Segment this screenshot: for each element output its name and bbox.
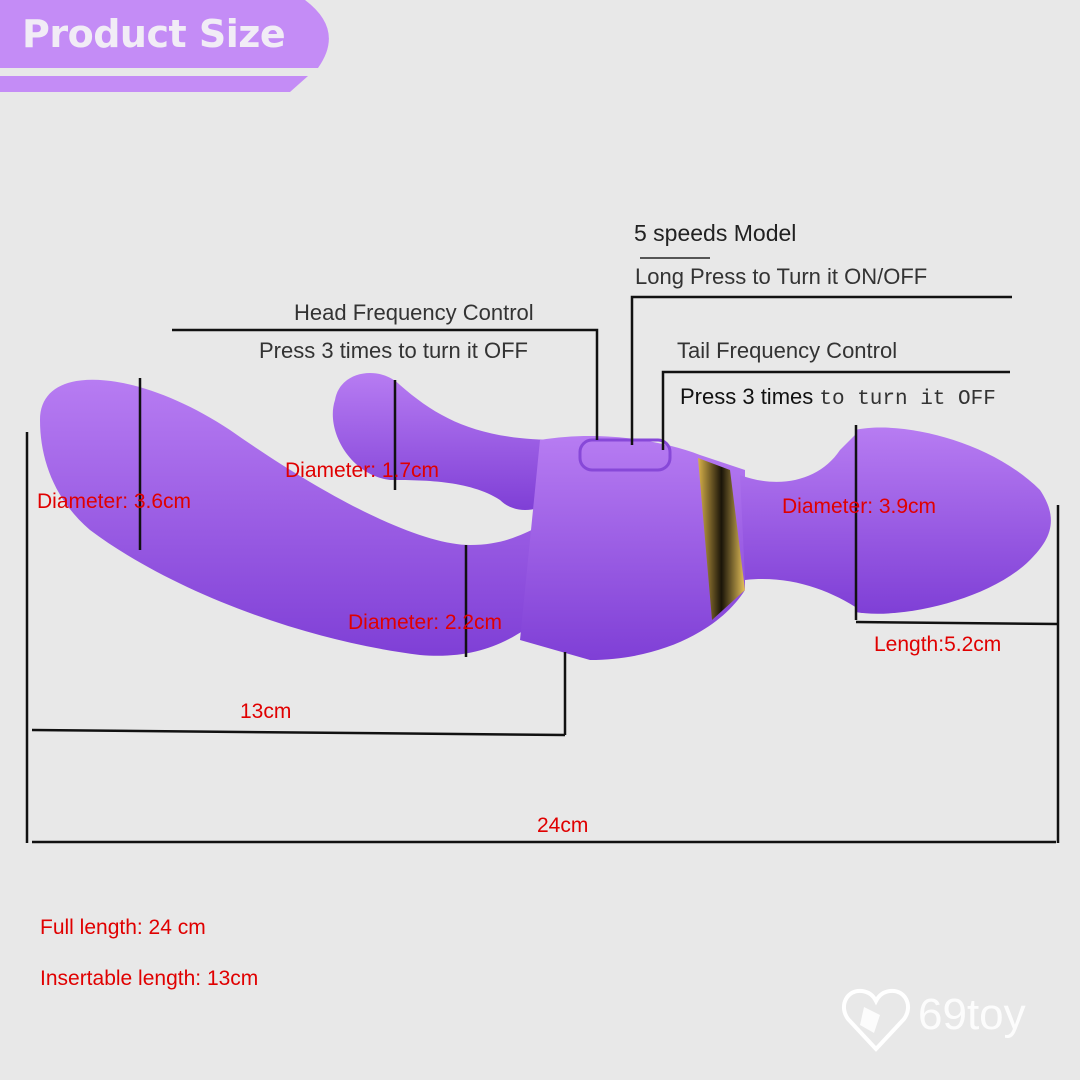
shaft-diameter-label: Diameter: 2.2cm: [348, 611, 503, 634]
head-control-detail: Press 3 times to turn it OFF: [259, 338, 528, 363]
tip-diameter-label: Diameter: 3.6cm: [37, 490, 192, 513]
head-diameter-label: Diameter: 3.9cm: [782, 495, 937, 518]
tail-control-detail-bold: Press 3 times: [680, 384, 814, 409]
watermark-text: 69toy: [918, 990, 1026, 1039]
tail-control-detail: Press 3 times to turn it OFF: [680, 384, 996, 411]
heart-logo-icon: [842, 988, 910, 1052]
arm-diameter-label: Diameter: 1.7cm: [285, 459, 440, 482]
full-length-note: Full length: 24 cm: [40, 916, 206, 939]
speeds-model-detail: Long Press to Turn it ON/OFF: [635, 264, 928, 289]
product-body: [40, 373, 1051, 660]
leader-lines: [25, 257, 1060, 844]
head-length-label: Length:5.2cm: [874, 633, 1002, 656]
header-banner: [0, 0, 329, 92]
page-title: Product Size: [22, 12, 286, 56]
tail-control-title: Tail Frequency Control: [677, 338, 898, 363]
head-control-title: Head Frequency Control: [294, 300, 534, 325]
tail-control-detail-rest: to turn it OFF: [819, 388, 996, 411]
insertable-length-note: Insertable length: 13cm: [40, 967, 259, 990]
speeds-model-title: 5 speeds Model: [634, 220, 797, 246]
insertable-span-label: 13cm: [240, 700, 292, 723]
total-span-label: 24cm: [537, 814, 589, 837]
